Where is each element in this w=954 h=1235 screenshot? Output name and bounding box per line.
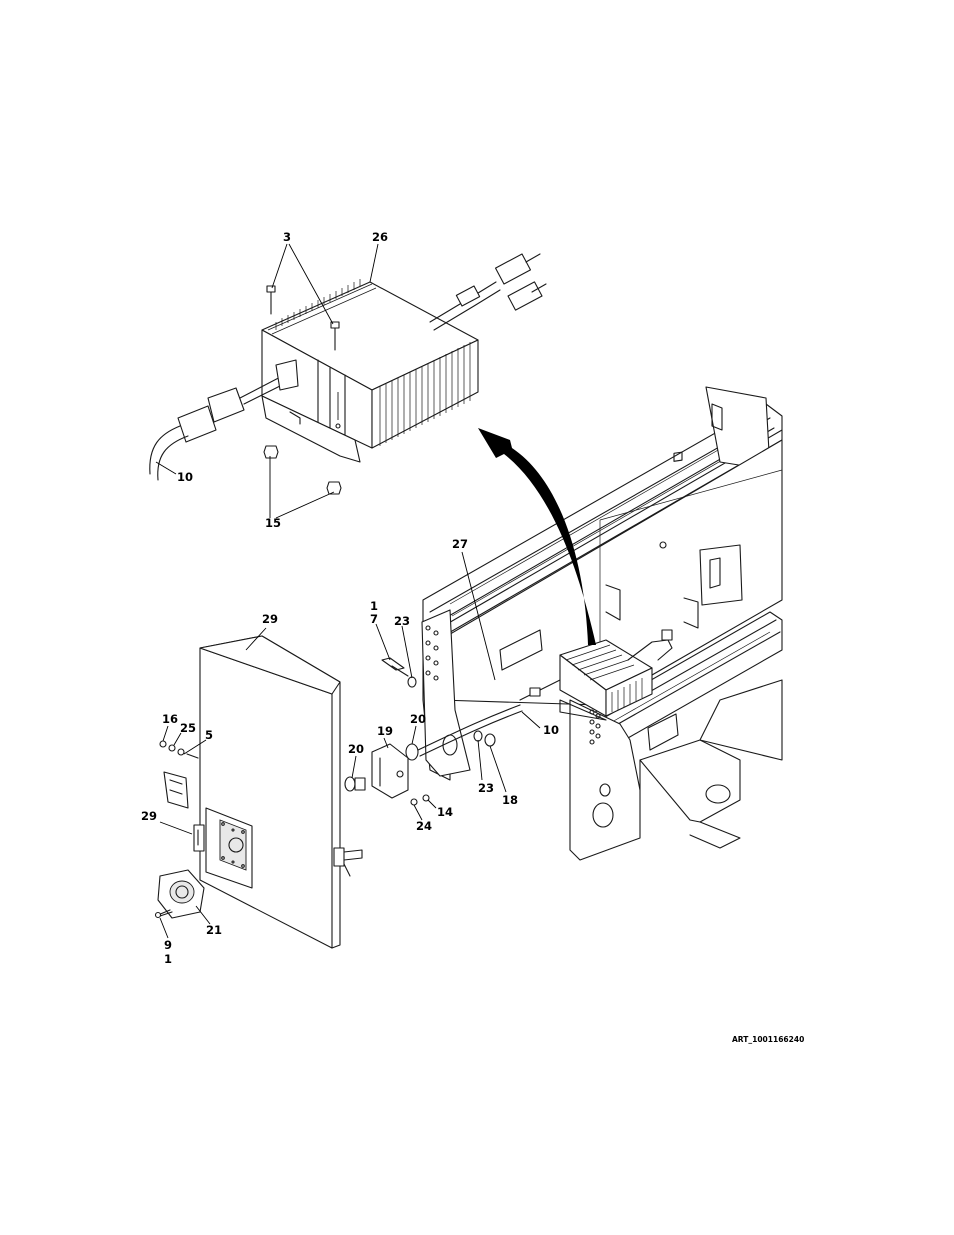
nut-15 [263, 445, 342, 495]
callout-7: 7 [370, 612, 378, 626]
callout-24: 24 [416, 819, 432, 833]
art-id: ART_1001166240 [732, 1035, 804, 1044]
callout-29-latch: 29 [141, 809, 157, 823]
callout-14: 14 [437, 805, 453, 819]
washers-24-14 [410, 794, 430, 806]
side-fins [379, 342, 471, 446]
callout-3: 3 [283, 230, 291, 244]
callout-15: 15 [265, 516, 281, 530]
leader-lines [155, 243, 541, 939]
callout-20-left: 20 [348, 742, 364, 756]
callout-10-frame: 10 [543, 723, 559, 737]
callout-1-top: 1 [370, 599, 378, 613]
ac-cord-10 [149, 359, 299, 481]
top-fins [267, 279, 377, 335]
dc-harness [429, 253, 547, 331]
callout-20-right: 20 [410, 712, 426, 726]
bolt-3 [266, 285, 340, 351]
callout-25: 25 [180, 721, 196, 735]
callout-26: 26 [372, 230, 388, 244]
bolt-1-7 [381, 657, 417, 688]
callout-23-top: 23 [394, 614, 410, 628]
latch-strike [159, 740, 199, 809]
callout-27: 27 [452, 537, 468, 551]
callout-29-panel: 29 [262, 612, 278, 626]
callout-16: 16 [162, 712, 178, 726]
callout-18: 18 [502, 793, 518, 807]
nut-23-18 [473, 730, 496, 747]
curved-arrow [478, 428, 596, 645]
callout-23-bottom: 23 [478, 781, 494, 795]
tow-hitch [639, 679, 783, 849]
charger-detail [149, 253, 547, 495]
bushing-20 [344, 743, 419, 792]
callout-21: 21 [206, 923, 222, 937]
bracket-19 [371, 743, 409, 799]
chassis-frame [421, 386, 783, 861]
callouts: 3 26 10 15 27 1 7 23 29 16 25 5 19 20 20… [141, 230, 559, 966]
callout-5: 5 [205, 728, 213, 742]
installed-charger [519, 629, 673, 721]
callout-19: 19 [377, 724, 393, 738]
cutout-holes [221, 822, 245, 868]
receptacle-21 [157, 869, 205, 919]
callout-10-top: 10 [177, 470, 193, 484]
callout-1-bottom: 1 [164, 952, 172, 966]
callout-9: 9 [164, 938, 172, 952]
side-panel-29 [193, 635, 363, 949]
